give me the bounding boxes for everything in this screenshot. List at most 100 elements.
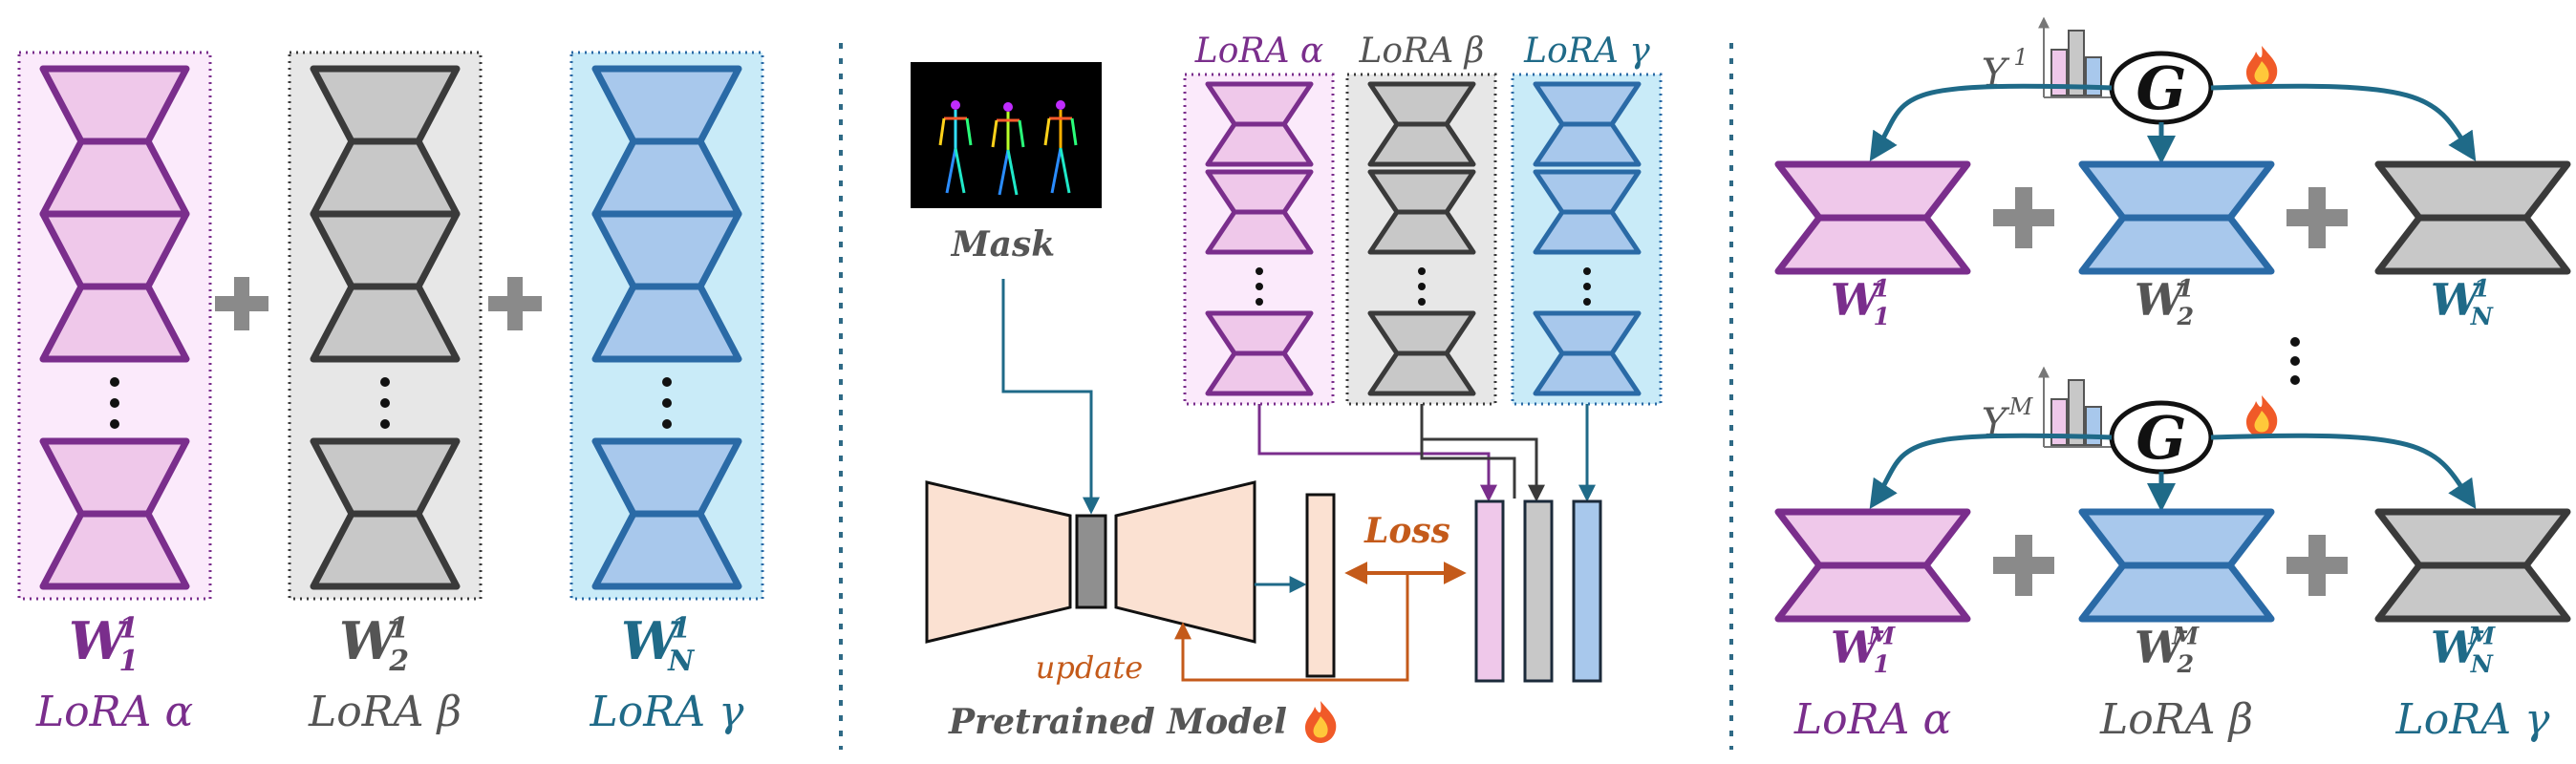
plus-sign (215, 277, 268, 330)
ellipsis-dot (1583, 298, 1591, 306)
weight-superscript: M (2467, 622, 2496, 650)
ellipsis-dots (1583, 267, 1591, 306)
skeleton-arm (938, 117, 946, 146)
plus-bar-v (2015, 187, 2032, 248)
pretrained-model (925, 480, 1256, 644)
skeleton-leg (945, 147, 957, 194)
bottleneck-block (1075, 514, 1107, 609)
skeleton-arm (965, 117, 973, 146)
lora-output-bar (1474, 499, 1505, 683)
lora-block-gamma (2078, 508, 2275, 623)
skeleton-leg (954, 147, 966, 194)
ellipsis-dot (1418, 298, 1426, 306)
mini-lora-block (1367, 310, 1476, 396)
ellipsis-dot (1256, 283, 1263, 290)
weight-superscript: 1 (2178, 274, 2195, 303)
lora-up-projection (1367, 121, 1476, 167)
decoder-block (1114, 480, 1256, 644)
ellipsis-dot (662, 398, 672, 408)
mini-lora-label: LoRA γ (1523, 32, 1650, 71)
weight-label: W11 (69, 610, 139, 678)
model-output-bar (1305, 493, 1336, 678)
weight-subscript: N (2470, 302, 2494, 330)
weight-letter: W (2431, 622, 2484, 673)
histogram-bar (2050, 49, 2068, 96)
lora-block-gamma (2078, 160, 2275, 275)
gate-label: G (2136, 403, 2187, 473)
lora-label: LoRA α (35, 688, 193, 736)
loss-label: Loss (1363, 511, 1450, 551)
mask-input-arrow (1001, 279, 1100, 515)
lora-up-projection (310, 283, 461, 363)
weight-superscript: M (1867, 622, 1896, 650)
weight-superscript: 1 (671, 611, 691, 645)
ellipsis-dot (2290, 375, 2300, 385)
lora-up-projection (1533, 350, 1642, 396)
plus-sign (488, 277, 542, 330)
update-label: update (1036, 649, 1143, 686)
lora-up-projection (1367, 209, 1476, 255)
weight-label: W1N (2431, 274, 2494, 330)
mini-lora-block (1533, 81, 1642, 167)
skeleton-arm (991, 119, 998, 148)
weight-label: WMN (2431, 622, 2496, 678)
weight-label: WM2 (2135, 622, 2200, 678)
weight-letter: W (1831, 622, 1884, 673)
ellipsis-dots (1418, 267, 1426, 306)
lora-down-projection (1774, 160, 1971, 222)
plus-bar-v (2015, 535, 2032, 596)
skeleton-leg (1050, 147, 1063, 194)
weight-letter: W (621, 610, 684, 671)
ellipsis-dots (110, 377, 119, 429)
lora-down-projection (2374, 160, 2571, 222)
skeleton-head (1056, 100, 1065, 110)
ellipsis-dot (2290, 356, 2300, 366)
weight-subscript: 2 (388, 645, 409, 678)
beta-connector-branch (1420, 439, 1516, 499)
mini-lora-block (1367, 81, 1476, 167)
ellipsis-dot (1256, 267, 1263, 275)
weight-label: W12 (2135, 274, 2194, 330)
ellipsis-dot (662, 377, 672, 387)
lora-block (591, 210, 742, 363)
fire-glyph (2246, 46, 2278, 88)
mini-lora-block (1205, 169, 1314, 255)
mini-lora-stack-alpha: LoRA α (1183, 32, 1335, 406)
skeleton-leg (1059, 147, 1071, 194)
weight-subscript: 2 (2177, 649, 2195, 678)
lora-label: LoRA β (2099, 695, 2253, 744)
lora-down-projection (2078, 160, 2275, 222)
weight-label: W1N (621, 610, 696, 678)
ellipsis-dot (1583, 267, 1591, 275)
lora-output-bar (1572, 499, 1602, 683)
weight-label: W12 (339, 610, 409, 678)
pretrained-model-label: Pretrained Model (948, 702, 1287, 742)
plus-bar-v (507, 277, 523, 330)
weight-superscript: 1 (118, 611, 139, 645)
ellipsis-dot (380, 419, 390, 429)
lora-block (39, 210, 190, 363)
weight-superscript: 1 (1874, 274, 1891, 303)
pose-mask-image (911, 62, 1102, 208)
lora-up-projection (1533, 209, 1642, 255)
plus-sign (2286, 535, 2348, 596)
lora-up-projection (310, 510, 461, 590)
weight-superscript: 1 (389, 611, 409, 645)
skeleton-leg (1006, 149, 1019, 196)
lora-up-projection (1533, 121, 1642, 167)
lora-up-projection (591, 283, 742, 363)
gate-arrow-right (2210, 83, 2477, 162)
ellipsis-dot (2290, 337, 2300, 347)
lora-up-projection (1205, 350, 1314, 396)
routing-superscript: 1 (2013, 44, 2028, 71)
weight-superscript: M (2171, 622, 2200, 650)
lora-output-bar (1523, 499, 1554, 683)
mini-lora-stack-gamma: LoRA γ (1511, 32, 1663, 406)
lora-label: LoRA β (308, 688, 462, 736)
